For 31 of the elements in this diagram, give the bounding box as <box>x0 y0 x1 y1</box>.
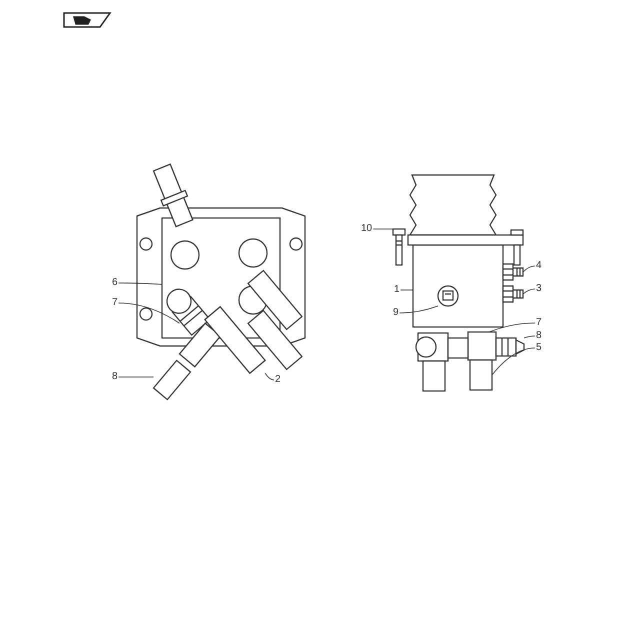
leader-line <box>372 228 394 230</box>
leader-line <box>264 372 274 380</box>
bolt-drawing <box>392 228 406 266</box>
callout-number: 10 <box>361 224 372 234</box>
fitting-drawing <box>469 359 493 391</box>
valve-body-drawing <box>412 244 504 328</box>
leader-line <box>399 306 438 314</box>
leader-line <box>522 266 536 272</box>
fitting-drawing <box>467 331 497 361</box>
fitting-drawing <box>502 285 524 303</box>
callout-number: 2 <box>275 375 281 385</box>
leader-line <box>492 348 536 376</box>
callout-number: 4 <box>536 261 542 271</box>
callout-number: 7 <box>536 318 542 328</box>
callout-number: 8 <box>536 331 542 341</box>
fitting-drawing <box>495 337 525 357</box>
callout-number: 5 <box>536 343 542 353</box>
connector-drawing <box>437 285 459 307</box>
leader-line <box>118 376 154 378</box>
callout-number: 1 <box>394 285 400 295</box>
leader-line <box>118 302 180 324</box>
callout-number: 7 <box>112 298 118 308</box>
callout-number: 3 <box>536 284 542 294</box>
leader-line <box>524 336 536 338</box>
leader-line <box>522 288 536 294</box>
leader-line <box>488 322 536 332</box>
callout-number: 9 <box>393 308 399 318</box>
callout-number: 8 <box>112 372 118 382</box>
leader-line <box>118 282 162 285</box>
callout-number: 6 <box>112 278 118 288</box>
fitting-drawing <box>502 263 524 281</box>
